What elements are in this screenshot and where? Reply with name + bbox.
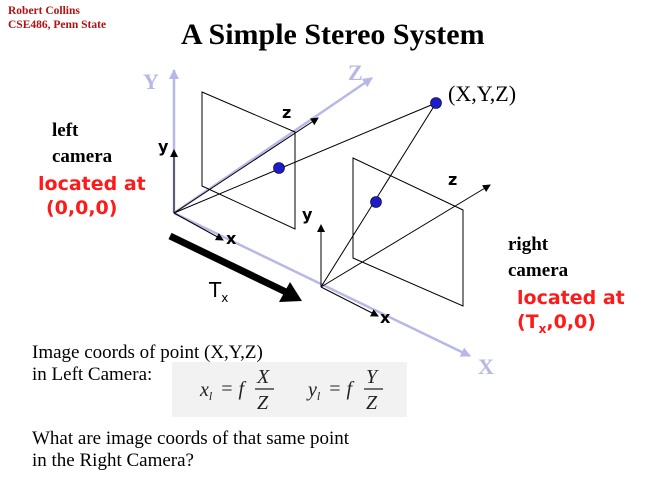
slide-title: A Simple Stereo System xyxy=(181,18,485,51)
author-name: Robert Collins xyxy=(8,5,80,17)
baseline-label-subscript: x xyxy=(221,291,228,305)
formula-x-equals: = f xyxy=(220,378,246,400)
left-camera-location-line1: located at xyxy=(38,173,146,195)
left-camera-location-line2: (0,0,0) xyxy=(46,197,118,219)
right-camera-location: located at (Tx,0,0) xyxy=(517,286,625,341)
right-camera-location-suffix: ,0,0) xyxy=(546,311,596,333)
left-cam-x-axis xyxy=(173,212,224,241)
formula-x-lhs: xl xyxy=(199,379,213,403)
projection-formula: xl = f X Z yl = f Y Z xyxy=(172,362,407,417)
right-image-point xyxy=(370,196,382,208)
baseline-arrowhead xyxy=(279,282,302,302)
world-y-label: Y xyxy=(143,69,159,94)
right-camera-label: right camera xyxy=(508,232,568,284)
world-x-label: X xyxy=(478,354,494,379)
baseline-label: Tx xyxy=(208,278,228,305)
question-left-line2: in Left Camera: xyxy=(32,364,153,385)
formula-y-equals: = f xyxy=(328,378,354,400)
left-cam-z-label: z xyxy=(282,103,291,122)
right-projection-ray xyxy=(320,102,437,288)
right-cam-z-axis xyxy=(320,184,491,288)
left-cam-x-label: x xyxy=(226,229,237,248)
right-camera-label-line1: right xyxy=(508,234,549,255)
question-left-line1: Image coords of point (X,Y,Z) xyxy=(32,342,263,363)
formula-x-numerator: X xyxy=(256,366,270,388)
world-point xyxy=(430,97,442,109)
left-image-plane xyxy=(201,91,296,230)
left-camera-label-line2: camera xyxy=(52,146,113,167)
right-camera-location-prefix: (T xyxy=(517,311,539,333)
left-camera-label: left camera xyxy=(52,118,112,170)
formula-y-denominator: Z xyxy=(366,392,378,414)
left-image-point xyxy=(273,162,285,174)
formula-y-lhs: yl xyxy=(306,379,321,403)
question-right-camera: What are image coords of that same point… xyxy=(32,428,349,472)
formula-x-denominator: Z xyxy=(257,392,269,414)
right-image-plane xyxy=(352,157,464,307)
right-cam-x-axis xyxy=(320,286,379,317)
world-z-label: Z xyxy=(348,60,363,85)
world-z-axis xyxy=(173,76,373,215)
left-projection-ray xyxy=(173,102,437,214)
right-cam-y-label: y xyxy=(302,205,313,224)
left-camera-label-line1: left xyxy=(52,120,79,141)
right-cam-x-label: x xyxy=(380,308,391,327)
right-camera-label-line2: camera xyxy=(508,260,569,281)
baseline-label-main: T xyxy=(208,278,222,302)
author-credit: Robert Collins CSE486, Penn State xyxy=(8,4,106,32)
left-cam-z-axis xyxy=(173,117,319,214)
question-right-line2: in the Right Camera? xyxy=(32,450,194,471)
baseline-arrow xyxy=(168,232,290,297)
formula-graphic: xl = f X Z yl = f Y Z xyxy=(199,366,383,414)
right-camera-location-line1: located at xyxy=(517,287,625,309)
world-point-label: (X,Y,Z) xyxy=(448,81,516,106)
left-camera-location: located at (0,0,0) xyxy=(38,172,146,220)
left-cam-y-label: y xyxy=(158,137,169,156)
right-cam-z-label: z xyxy=(448,170,457,189)
formula-y-numerator: Y xyxy=(366,366,379,388)
course-name: CSE486, Penn State xyxy=(8,19,107,31)
right-camera-location-line2: (Tx,0,0) xyxy=(517,310,625,341)
right-camera-location-subscript: x xyxy=(538,321,547,336)
question-left-camera: Image coords of point (X,Y,Z) in Left Ca… xyxy=(32,342,263,386)
question-right-line1: What are image coords of that same point xyxy=(32,428,350,449)
